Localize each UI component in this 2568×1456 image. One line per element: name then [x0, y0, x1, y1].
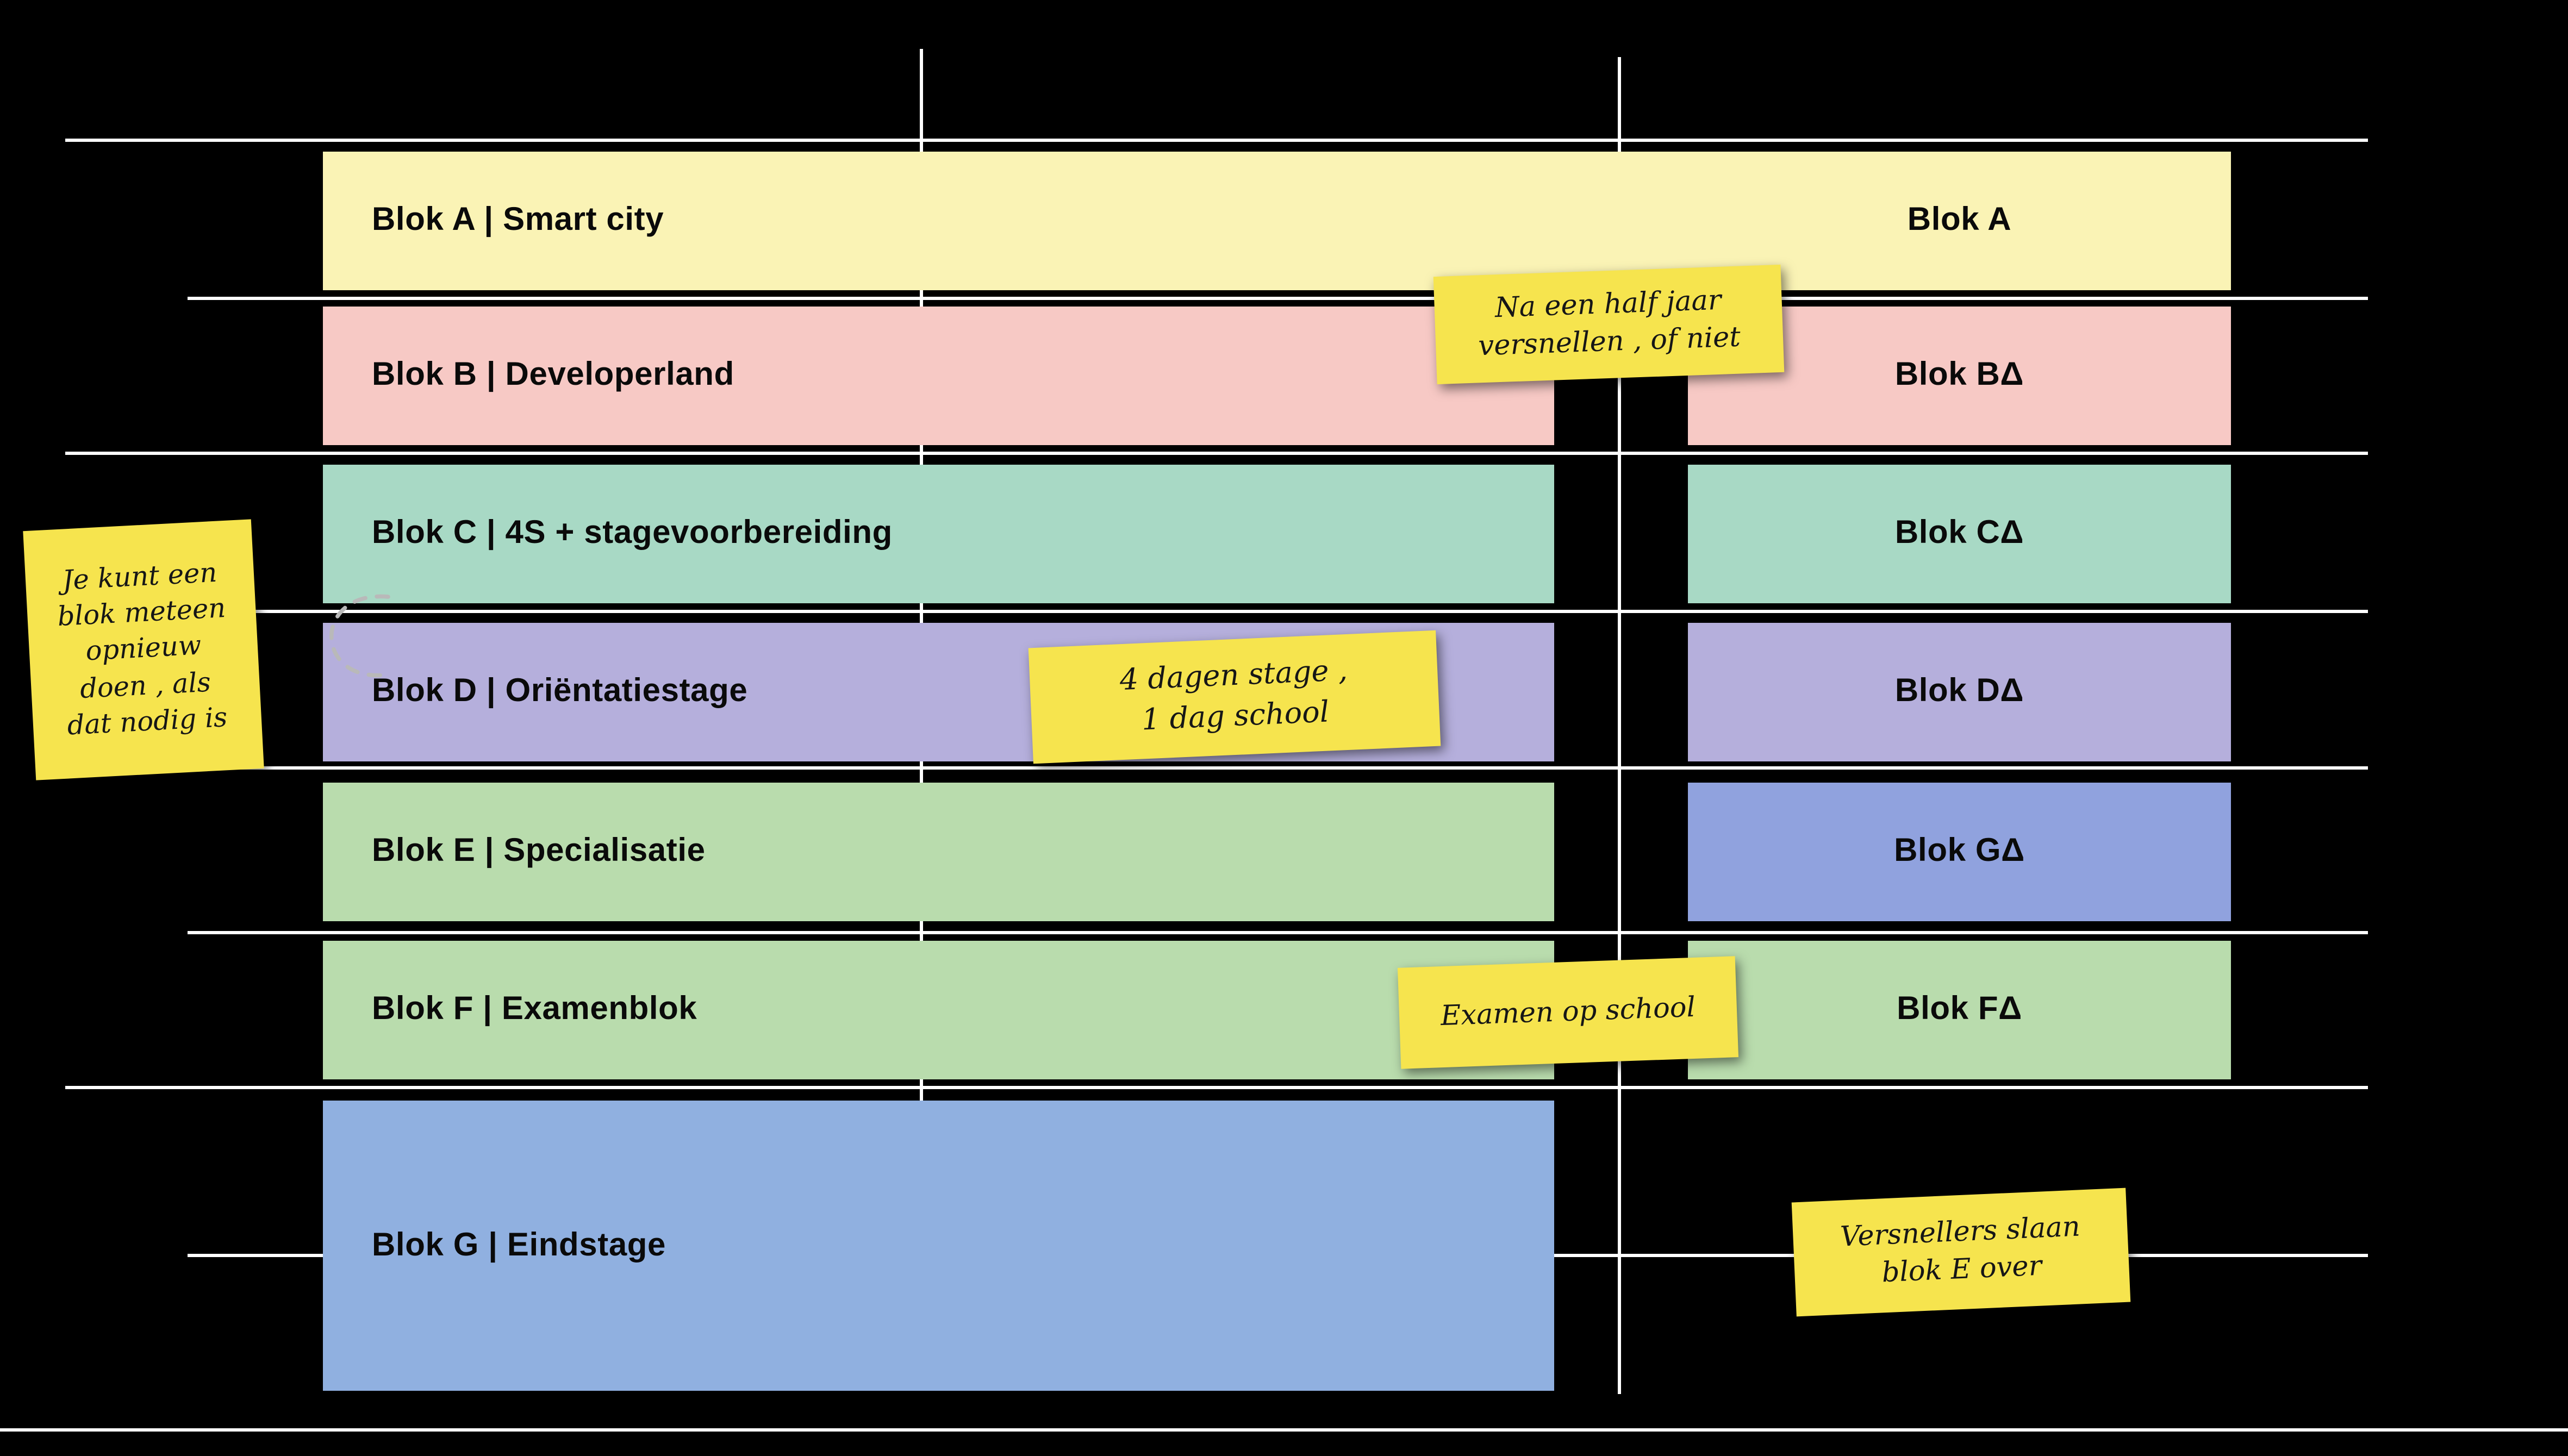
grid-hline-bottom: [0, 1428, 2568, 1432]
sticky-note-redo: Je kunt een blok meteen opnieuw doen , a…: [23, 519, 264, 780]
block-f-label: Blok F | Examenblok: [372, 991, 697, 1027]
grid-vline: [1618, 57, 1621, 1394]
sticky-note-stage-days: 4 dagen stage , 1 dag school: [1028, 630, 1441, 764]
grid-hline: [188, 297, 2368, 300]
block-a: Blok A | Smart city Blok A: [323, 152, 2231, 290]
block-c-delta: Blok CΔ: [1688, 465, 2231, 603]
grid-hline: [188, 931, 2368, 934]
block-d-delta-label: Blok DΔ: [1894, 673, 2024, 709]
sticky-note-accelerate: Na een half jaar versnellen , of niet: [1433, 264, 1785, 385]
redo-loop-arrow-icon: [329, 594, 390, 678]
block-g-label: Blok G | Eindstage: [372, 1227, 666, 1263]
block-c: Blok C | 4S + stagevoorbereiding: [323, 465, 1554, 603]
grid-hline: [65, 139, 2368, 142]
block-g-delta-label: Blok GΔ: [1894, 833, 2025, 869]
block-c-label: Blok C | 4S + stagevoorbereiding: [372, 515, 893, 551]
block-b-delta-label: Blok BΔ: [1894, 357, 2024, 393]
block-g: Blok G | Eindstage: [323, 1101, 1554, 1391]
block-a-label: Blok A | Smart city: [372, 202, 664, 238]
block-d-delta: Blok DΔ: [1688, 623, 2231, 761]
grid-hline: [188, 610, 2368, 613]
block-f: Blok F | Examenblok: [323, 941, 1554, 1079]
block-b-label: Blok B | Developerland: [372, 357, 734, 393]
block-c-delta-label: Blok CΔ: [1894, 515, 2024, 551]
block-a-right-label: Blok A: [1907, 202, 2012, 238]
block-f-delta: Blok FΔ: [1688, 941, 2231, 1079]
block-f-delta-label: Blok FΔ: [1897, 991, 2022, 1027]
grid-hline: [65, 766, 2368, 770]
grid-hline: [65, 1086, 2368, 1089]
block-e: Blok E | Specialisatie: [323, 783, 1554, 921]
grid-hline: [65, 452, 2368, 455]
sticky-note-exam: Examen op school: [1397, 956, 1739, 1069]
block-b-delta: Blok BΔ: [1688, 307, 2231, 445]
sticky-note-skip-e: Versnellers slaan blok E over: [1791, 1188, 2131, 1317]
block-g-delta: Blok GΔ: [1688, 783, 2231, 921]
block-b: Blok B | Developerland: [323, 307, 1554, 445]
block-e-label: Blok E | Specialisatie: [372, 833, 706, 869]
block-d-label: Blok D | Oriëntatiestage: [372, 673, 748, 709]
